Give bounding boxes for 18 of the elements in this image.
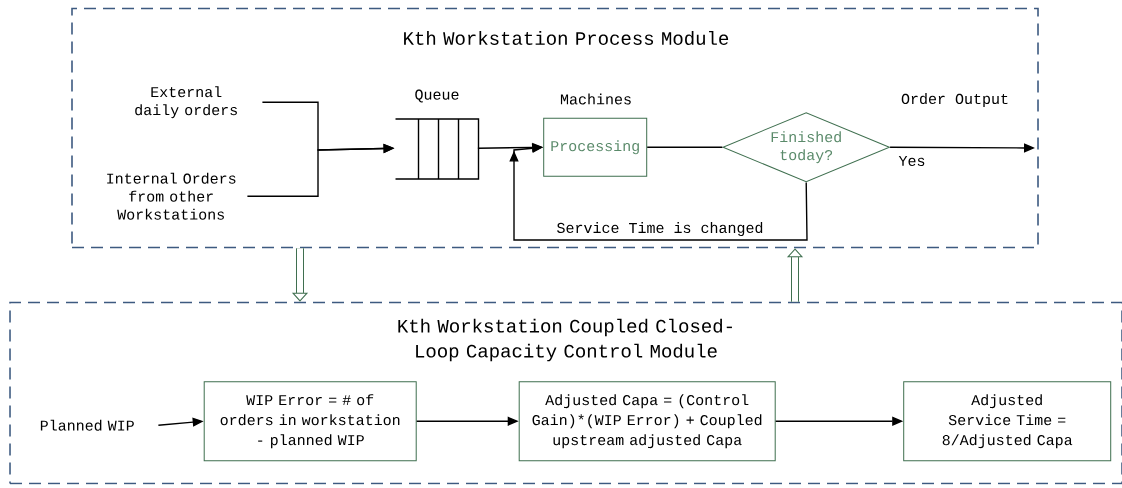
module-title: Kth Workstation Coupled Closed-Loop Capacity Control Module [398, 318, 732, 362]
process-box: WIP Error = # of orders in workstation - planned WIP [203, 381, 417, 462]
process-box: Adjusted Capa = (Control Gain)*(WIP Error) + Coupled upstream adjusted Capa [518, 381, 776, 462]
process-box: Adjusted Service Time = 8/Adjusted Capa [903, 381, 1112, 462]
input-label: Planned WIP [40, 419, 134, 431]
queue-label: Queue [415, 89, 459, 103]
module-title: Kth Workstation Process Module [404, 31, 729, 45]
arrow [509, 143, 808, 241]
input-label: Internal Orders from other Workstations [107, 172, 236, 220]
edge-label: Yes [897, 155, 927, 167]
output-label: Order Output [901, 93, 1008, 107]
edge-label: Service Time is changed [555, 221, 765, 237]
hollow-arrow [787, 248, 803, 302]
connector-line [646, 146, 724, 148]
input-label: External daily orders [135, 86, 237, 119]
box-heading: Machines [560, 93, 631, 105]
hollow-arrow [292, 248, 308, 302]
process-box: Processing [543, 117, 648, 177]
